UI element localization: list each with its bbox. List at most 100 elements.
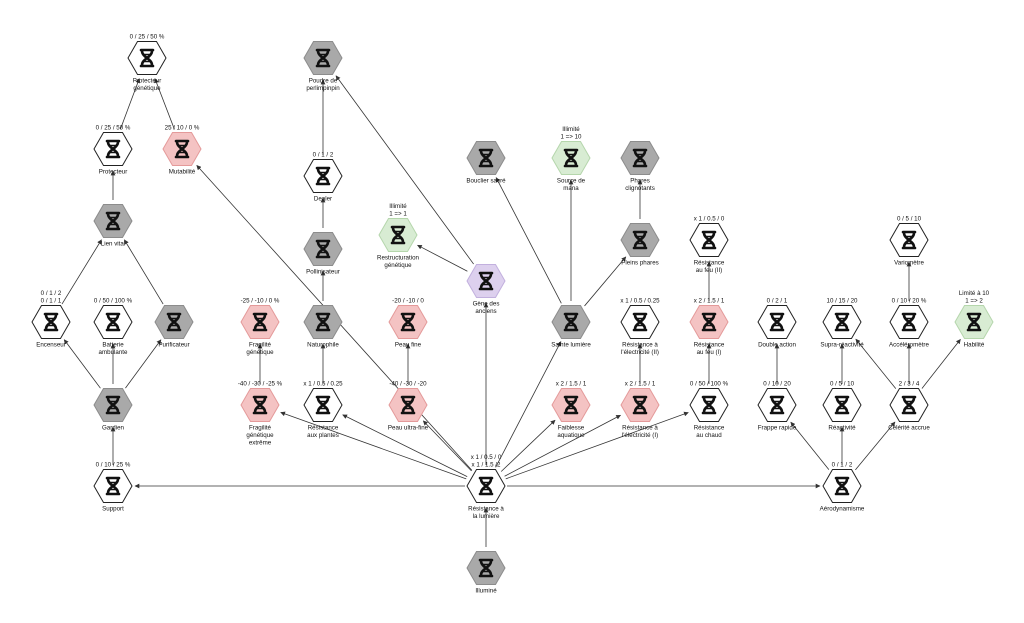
node-value-line: 0 / 1 / 2 [41, 290, 62, 297]
node-label-line: Batterie [102, 341, 124, 348]
node-label-line: génétique [384, 262, 412, 269]
node-label-line: Bouclier sacré [466, 177, 506, 184]
node-value-line: 0 / 10 / 20 [763, 381, 791, 388]
node-label-line: Frappe rapide [758, 424, 797, 431]
node-label-line: Naturophile [307, 341, 339, 348]
node-label-line: extrême [249, 439, 272, 446]
node-label-line: Illuminé [475, 587, 497, 594]
node-protecteur[interactable]: 0 / 25 / 50 %Protecteur [93, 125, 133, 176]
node-label-line: la lumière [473, 513, 500, 520]
node-support[interactable]: 0 / 10 / 25 % Support [93, 462, 133, 513]
node-label-line: Variomètre [894, 259, 924, 266]
node-label-line: mana [563, 185, 579, 192]
node-illumine[interactable]: Illuminé [466, 551, 506, 595]
node-label-line: Résistance à [468, 505, 504, 512]
node-label-line: Accéléromètre [889, 341, 929, 348]
node-naturophile[interactable]: Naturophile [303, 305, 343, 349]
node-label-line: Restructuration [377, 254, 420, 261]
node-accelerometre[interactable]: 0 / 10 / 20 %Accéléromètre [889, 298, 929, 349]
node-bouclier-sacre[interactable]: Bouclier sacré [466, 141, 506, 185]
node-label-line: Pleins phares [621, 259, 659, 266]
node-value-line: 10 / 15 / 20 [827, 298, 859, 305]
edge-res-lumiere-to-resistance-plantes [342, 414, 468, 478]
node-value-line: 0 / 50 / 100 % [94, 298, 133, 305]
node-label-line: génétique [133, 85, 161, 92]
node-label-line: Faiblesse [558, 424, 585, 431]
node-label-line: Poudre de [309, 77, 338, 84]
node-label-line: Purificateur [158, 341, 189, 348]
edge-res-lumiere-to-res-chaud [505, 411, 689, 480]
node-label-line: Protecteur [99, 168, 128, 175]
edge-gene-anciens-to-restructuration [417, 244, 468, 272]
node-label-line: Célérité accrue [888, 424, 930, 431]
edge-mutabilite-to-protecteur-genetique [154, 78, 175, 130]
node-purificateur[interactable]: Purificateur [154, 305, 194, 349]
node-label-line: aquatique [557, 432, 585, 439]
node-pollinisateur[interactable]: Pollinisateur [303, 232, 343, 276]
node-value-line: 0 / 2 / 1 [767, 298, 788, 305]
node-label-line: Protecteur [133, 77, 162, 84]
node-value-line: Illimité [389, 203, 407, 210]
node-label-line: Résistance [308, 424, 339, 431]
node-label-line: Supra-réactivité [820, 341, 864, 348]
edge-res-lumiere-to-peau-ultra-fine [422, 420, 472, 472]
node-label-line: Fragilité [249, 341, 272, 348]
edge-aerodynamisme-to-frappe-rapide [790, 421, 830, 470]
node-frappe-rapide[interactable]: 0 / 10 / 20 Frappe rapide [757, 381, 797, 432]
node-sainte-lumiere[interactable]: Sainte lumière [551, 305, 591, 349]
node-label-line: Support [102, 505, 124, 512]
node-label-line: Gardien [102, 424, 125, 431]
node-label-line: l'électricité (II) [621, 349, 659, 356]
node-label-line: Pollinisateur [306, 268, 340, 275]
edge-protecteur-to-protecteur-genetique [119, 78, 141, 130]
node-lien-vital[interactable]: Lien vital [93, 204, 133, 248]
node-label-line: Résistance [694, 341, 725, 348]
node-supra-reactivite[interactable]: 10 / 15 / 20 Supra-réactivité [820, 298, 864, 349]
node-value-line: -40 / -30 / -20 [389, 381, 427, 388]
node-label-line: Peau ultra-fine [388, 424, 429, 431]
node-label-line: Habilité [964, 341, 985, 348]
node-value-line: 0 / 1 / 1 [41, 298, 62, 305]
node-mutabilite[interactable]: 25 / 10 / 0 %Mutabilité [162, 125, 202, 176]
node-label-line: Encenseur [36, 341, 66, 348]
edge-res-lumiere-to-res-elec-1 [504, 414, 621, 477]
node-encenseur[interactable]: 0 / 1 / 20 / 1 / 1 Encenseur [31, 290, 71, 348]
edge-encenseur-to-lien-vital [61, 239, 102, 305]
node-label-line: Phares [630, 177, 650, 184]
node-pleins-phares[interactable]: Pleins phares [620, 223, 660, 267]
node-fragilite-extreme[interactable]: -40 / -30 / -25 %Fragilitégénétiqueextrê… [238, 381, 283, 447]
node-value-line: 0 / 10 / 25 % [96, 462, 131, 469]
node-value-line: 0 / 50 / 100 % [690, 381, 729, 388]
node-value-line: x 2 / 1.5 / 1 [694, 298, 725, 305]
node-value-line: 1 => 2 [965, 298, 983, 305]
edge-sainte-lumiere-to-bouclier-sacre [495, 177, 562, 304]
node-value-line: 25 / 10 / 0 % [165, 125, 200, 132]
node-gardien[interactable]: Gardien [93, 388, 133, 432]
